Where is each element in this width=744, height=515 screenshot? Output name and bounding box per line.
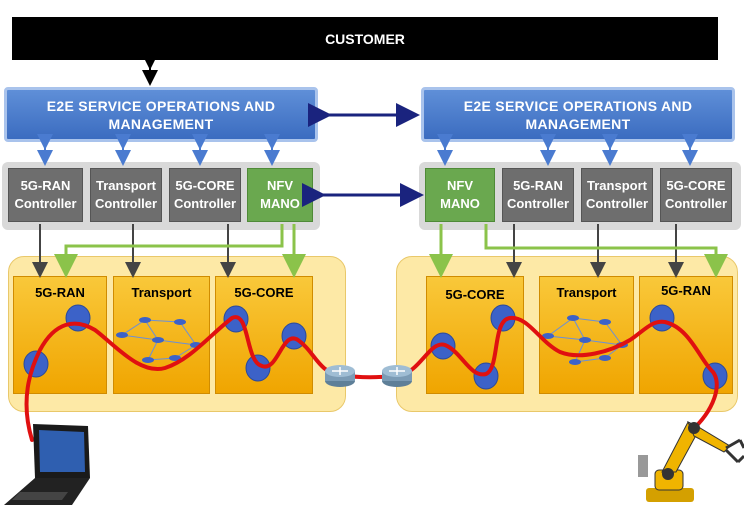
segment-label: 5G-RAN [35, 285, 85, 300]
customer-label: CUSTOMER [325, 30, 405, 47]
right-e2e-label: E2E SERVICE OPERATIONS AND MANAGEMENT [463, 97, 693, 132]
left-e2e-controller-arrows [37, 134, 280, 166]
segment-label: Transport [131, 285, 192, 300]
segment-label: 5G-CORE [234, 285, 294, 300]
mano-label: NFV MANO [260, 178, 300, 211]
right-e2e-box: E2E SERVICE OPERATIONS AND MANAGEMENT [421, 87, 735, 142]
service-path [24, 315, 719, 442]
left-transport-mesh [121, 319, 197, 361]
right-ran-controller: 5G-RAN Controller [502, 168, 574, 222]
left-ran-controller: 5G-RAN Controller [8, 168, 83, 222]
segment-label: Transport [556, 285, 617, 300]
right-nfv-mano: NFV MANO [425, 168, 495, 222]
right-core-controller: 5G-CORE Controller [660, 168, 732, 222]
left-e2e-box: E2E SERVICE OPERATIONS AND MANAGEMENT [4, 87, 318, 142]
left-segment-transport [113, 276, 210, 394]
controller-label: Transport Controller [94, 178, 158, 211]
router-icon [325, 365, 355, 387]
controller-label: 5G-RAN Controller [14, 178, 77, 211]
left-core-controller: 5G-CORE Controller [169, 168, 241, 222]
mano-label: NFV MANO [440, 178, 480, 211]
segment-label: 5G-RAN [661, 283, 711, 298]
customer-bar: CUSTOMER [12, 17, 718, 60]
controller-label: 5G-RAN Controller [506, 178, 570, 211]
laptop-icon [4, 424, 90, 505]
router-icon [382, 365, 412, 387]
left-e2e-label: E2E SERVICE OPERATIONS AND MANAGEMENT [46, 97, 276, 132]
robot-arm-icon [638, 420, 744, 502]
left-transport-nodes [116, 317, 202, 363]
controller-label: 5G-CORE Controller [173, 178, 237, 211]
controller-label: Transport Controller [585, 178, 649, 211]
right-e2e-controller-arrows [437, 134, 698, 166]
controller-label: 5G-CORE Controller [664, 178, 728, 211]
left-transport-controller: Transport Controller [90, 168, 162, 222]
segment-label: 5G-CORE [445, 287, 505, 302]
right-transport-controller: Transport Controller [581, 168, 653, 222]
mano-segment-arrows [54, 224, 728, 278]
right-transport-nodes [542, 315, 628, 365]
